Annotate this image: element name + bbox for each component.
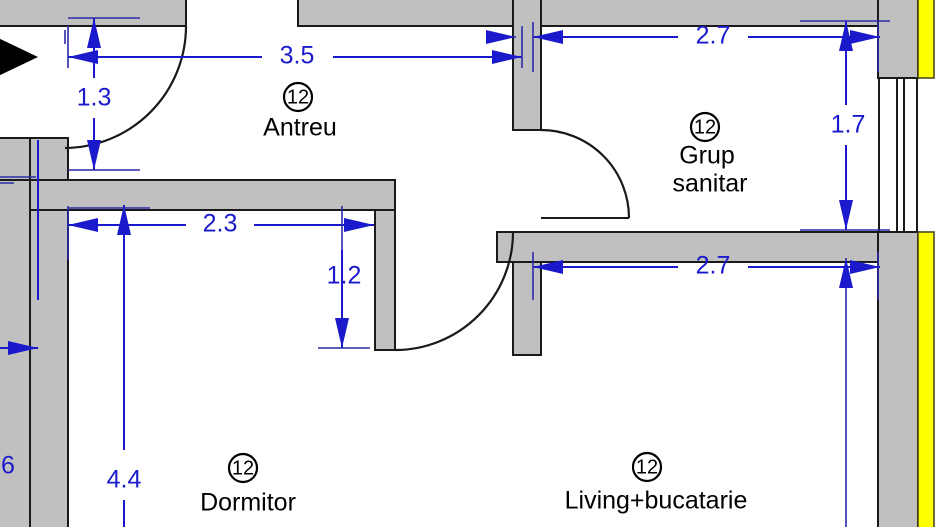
wall-grup-sanitar-left-upper <box>512 0 542 131</box>
wall-antreu-bottom <box>29 179 396 211</box>
room-tag-circle <box>282 81 314 113</box>
room-tag-circle <box>689 111 721 143</box>
room-tag-number: 12 <box>636 456 658 478</box>
dimension-label: 2.7 <box>696 252 731 280</box>
dimension-label: 3.5 <box>280 42 315 70</box>
dimension-group: 3.5 1.3 2.7 <box>0 17 890 527</box>
wall-dormitor-door-jamb <box>374 209 396 351</box>
wall-right-exterior-upper <box>877 0 919 79</box>
insulation-strip-lower <box>917 231 935 527</box>
room-name-living-bucatarie: Living+bucatarie <box>565 487 748 515</box>
insulation-strip-upper <box>917 0 935 79</box>
room-tag-circle <box>227 452 259 484</box>
dimension-2-3: 2.3 <box>67 206 374 260</box>
wall-right-exterior-lower <box>877 231 919 527</box>
dimension-6: 6 <box>0 140 39 480</box>
room-tag-number: 12 <box>287 86 309 108</box>
room-name-grup-sanitar-line1: Grup <box>679 142 735 170</box>
door-arc-dormitor <box>394 231 515 352</box>
room-living-bucatarie: 12 Living+bucatarie <box>565 451 748 515</box>
room-name-antreu: Antreu <box>263 114 337 142</box>
dimension-1-3: 1.3 <box>64 17 140 171</box>
dimension-label: 1.7 <box>831 111 866 139</box>
dimension-label: 6 <box>1 452 15 480</box>
dimension-label: 2.3 <box>203 210 238 238</box>
dimension-3-5: 3.5 <box>67 26 523 70</box>
dimension-1-2: 1.2 <box>318 250 370 349</box>
wall-grup-living-divider <box>496 231 919 263</box>
room-tag-number: 12 <box>232 457 254 479</box>
right-wall-window <box>878 78 918 232</box>
door-arc-grup-sanitar <box>540 128 631 219</box>
dim-arrow-mid <box>486 30 516 44</box>
dimension-label: 1.2 <box>327 262 362 290</box>
dimension-2-7-bottom: 2.7 <box>532 252 880 527</box>
room-name-dormitor: Dormitor <box>200 489 296 517</box>
dimension-label: 1.3 <box>77 84 112 112</box>
room-dormitor: 12 Dormitor <box>200 452 296 517</box>
room-name-grup-sanitar-line2: sanitar <box>672 170 747 198</box>
room-tag-number: 12 <box>694 116 716 138</box>
room-antreu: 12 Antreu <box>263 81 337 142</box>
wall-top-middle <box>297 0 541 27</box>
dimension-4-4: 4.4 <box>68 205 150 527</box>
entry-direction-arrow <box>0 38 38 76</box>
room-tag-circle <box>631 451 663 483</box>
room-grup-sanitar: 12 Grup sanitar <box>672 111 748 198</box>
dimension-label: 2.7 <box>696 22 731 50</box>
dimension-2-7-top: 2.7 <box>532 22 880 72</box>
dimension-1-7: 1.7 <box>800 20 890 231</box>
dimension-label: 4.4 <box>107 466 142 494</box>
